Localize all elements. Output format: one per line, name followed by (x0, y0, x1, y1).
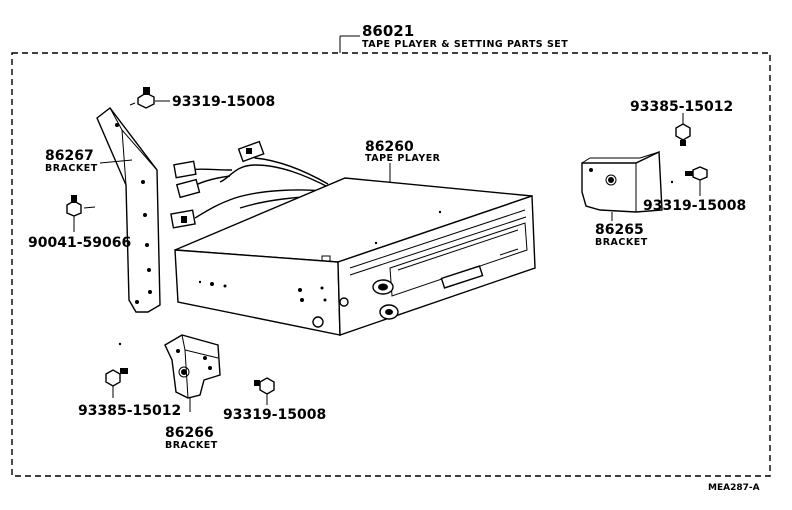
tape-player-part-number: 86260 (365, 139, 414, 155)
screw-bottom-mid-part-number: 93319-15008 (223, 407, 326, 423)
bracket-bottom-part-number: 86266 (165, 425, 214, 441)
bracket-bottom-drawing (118, 334, 221, 399)
bracket-bottom-name: BRACKET (165, 440, 218, 451)
bracket-left-name: BRACKET (45, 163, 98, 174)
screw-top-left-part-number: 93319-15008 (172, 94, 275, 110)
bracket-left-drawing (96, 107, 161, 313)
screw-right-mid-drawing (670, 166, 708, 196)
screw-bottom-left-drawing (105, 368, 128, 398)
screw-left-part-number: 90041-59066 (28, 235, 131, 251)
screw-right-top-drawing (675, 113, 691, 146)
tape-player-name: TAPE PLAYER (365, 153, 441, 164)
bracket-left-leader (99, 159, 133, 164)
set-description: TAPE PLAYER & SETTING PARTS SET (362, 39, 568, 50)
screw-bottom-mid-drawing (254, 377, 275, 405)
bracket-right-part-number: 86265 (595, 222, 644, 238)
screw-right-mid-part-number: 93319-15008 (643, 198, 746, 214)
wire-harness-drawing (170, 140, 333, 229)
bracket-left-part-number: 86267 (45, 148, 94, 164)
screw-bottom-left-part-number: 93385-15012 (78, 403, 181, 419)
screw-left-drawing (66, 195, 96, 232)
screw-right-top-part-number: 93385-15012 (630, 99, 733, 115)
set-boundary (11, 52, 771, 477)
diagram-code: MEA287-A (708, 483, 760, 493)
tape-player-drawing (174, 177, 536, 336)
set-part-number: 86021 (362, 22, 414, 40)
screw-top-left-drawing (129, 87, 170, 109)
bracket-right-drawing (581, 150, 663, 213)
bracket-right-name: BRACKET (595, 237, 648, 248)
